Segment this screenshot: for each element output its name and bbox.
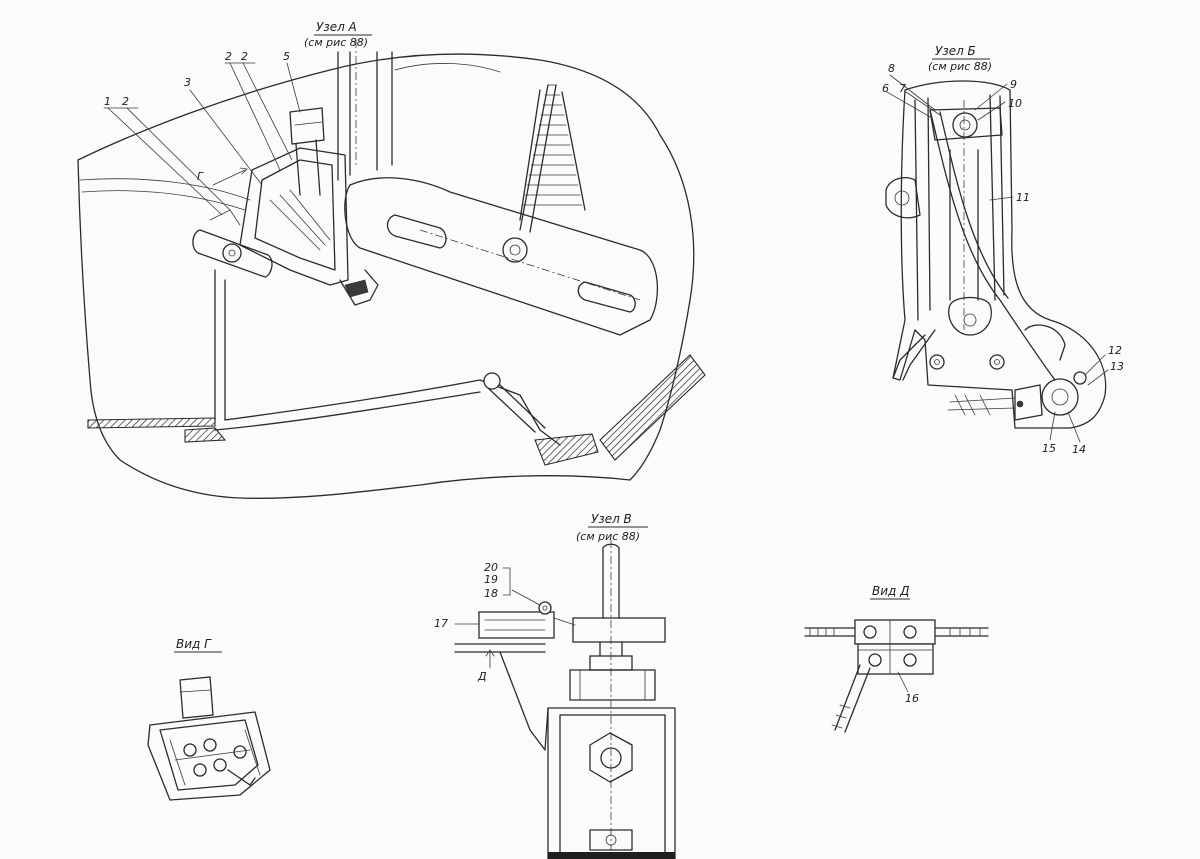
spring: [519, 84, 586, 233]
callout-b-6: 6: [882, 82, 889, 95]
uzel-a-ref: (см рис 88): [304, 36, 368, 49]
callout-b-8: 8: [888, 62, 895, 75]
uzel-b-title: Узел Б: [935, 44, 976, 58]
callout-b-13: 13: [1110, 360, 1124, 373]
callout-b-9: 9: [1010, 78, 1017, 91]
uzel-v-view: 20 19 18 17 Д Узел В (см рис 88): [434, 512, 676, 859]
callout-b-7: 7: [899, 82, 906, 95]
view-d-marker: Д: [477, 670, 487, 683]
callout-b-15: 15: [1042, 442, 1056, 455]
uzel-b-view: 8 6 7 9 10 11 12 13 15 14 Узел Б (см рис…: [882, 44, 1124, 456]
callout-a-6: 5: [283, 50, 290, 63]
uzel-a-title: Узел А: [316, 20, 357, 34]
uzel-v-ref: (см рис 88): [576, 530, 640, 543]
uzel-a-view: Г 1 2 3 2 2 5 Узел А (см рис 88): [77, 20, 706, 499]
callout-v-20: 20: [484, 561, 498, 574]
vid-d-title: Вид Д: [872, 584, 910, 598]
uzel-v-title: Узел В: [591, 512, 632, 526]
callout-b-14: 14: [1072, 443, 1086, 456]
callout-b-12: 12: [1108, 344, 1122, 357]
callout-a-4: 2: [225, 50, 232, 63]
callout-a-5: 2: [241, 50, 248, 63]
callout-b-10: 10: [1008, 97, 1022, 110]
callout-d-16: 16: [905, 692, 919, 705]
vid-g-title: Вид Г: [176, 637, 212, 651]
callout-v-17: 17: [434, 617, 448, 630]
vid-g-view: Вид Г: [147, 637, 271, 801]
callout-a-3: 3: [184, 76, 191, 89]
uzel-b-ref: (см рис 88): [928, 60, 992, 73]
callout-a-1: 1: [104, 95, 111, 108]
vid-d-view: Вид Д 16: [804, 584, 989, 733]
view-g-marker: Г: [197, 170, 204, 183]
callout-a-2: 2: [122, 95, 129, 108]
callout-v-18: 18: [484, 587, 498, 600]
callout-v-19: 19: [484, 573, 498, 586]
callout-b-11: 11: [1016, 191, 1030, 204]
